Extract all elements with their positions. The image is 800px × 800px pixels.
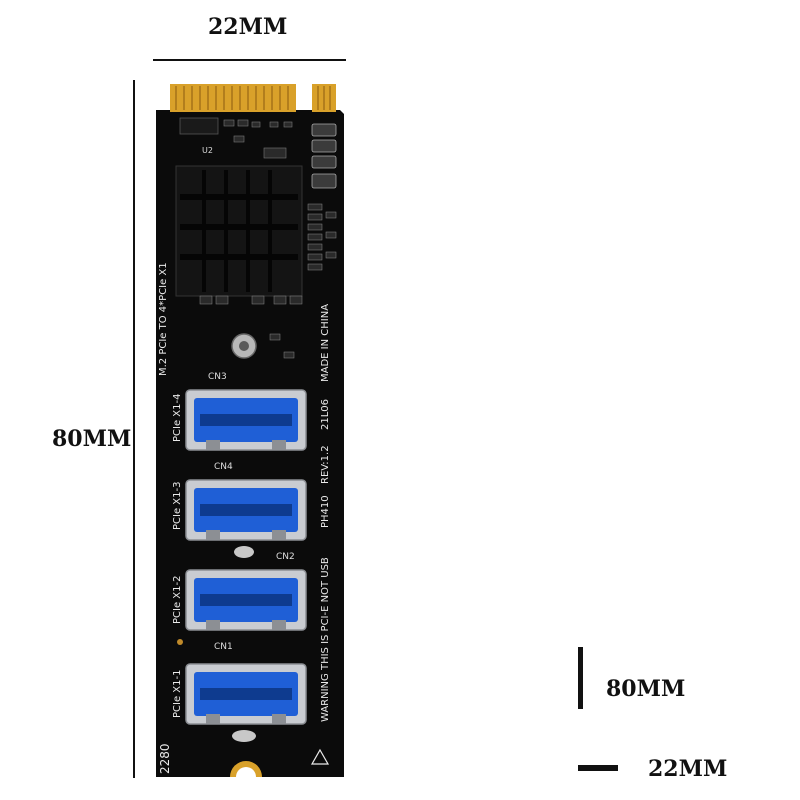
- connector-label-cn1: CN1: [214, 642, 233, 652]
- legend-short-label: 22MM: [648, 756, 728, 782]
- height-dimension-label: 80MM: [52, 426, 132, 452]
- warning-label: WARNING THIS IS PCI-E NOT USB: [320, 557, 331, 722]
- legend-short-bar: [578, 765, 618, 771]
- legend-long-label: 80MM: [606, 676, 686, 702]
- heatsink: [175, 165, 303, 297]
- width-dimension-label: 22MM: [208, 14, 288, 40]
- port-label-1: PCIe X1-1: [172, 669, 183, 718]
- usb-port-2: [185, 569, 307, 631]
- connector-label-cn3: CN3: [208, 372, 227, 382]
- chip-label-u2: U2: [202, 146, 213, 155]
- port-label-3: PCIe X1-3: [172, 481, 183, 530]
- revision-label: REV:1.2: [320, 445, 331, 484]
- port-label-4: PCIe X1-4: [172, 393, 183, 442]
- board-title: M.2 PCIe TO 4*PCIe X1: [158, 262, 169, 376]
- board-drawing: [156, 84, 344, 777]
- warning-triangle-icon: [310, 748, 330, 765]
- width-dimension-line: [153, 59, 346, 61]
- made-in-label: MADE IN CHINA: [320, 303, 331, 382]
- usb-port-1: [185, 663, 307, 725]
- usb-port-4: [185, 389, 307, 451]
- connector-label-cn4: CN4: [214, 462, 233, 472]
- legend-long-bar: [578, 647, 583, 709]
- batch-label: 21L06: [320, 398, 331, 430]
- model-label: PH410: [320, 495, 331, 528]
- size-mark-label: 2280: [158, 743, 172, 774]
- connector-label-cn2: CN2: [276, 552, 295, 562]
- usb-port-3: [185, 479, 307, 541]
- gold-fingers: [170, 84, 296, 112]
- m2-riser-board: M.2 PCIe TO 4*PCIe X1 PCIe X1-4 PCIe X1-…: [152, 82, 348, 777]
- height-dimension-line: [133, 80, 135, 778]
- port-label-2: PCIe X1-2: [172, 575, 183, 624]
